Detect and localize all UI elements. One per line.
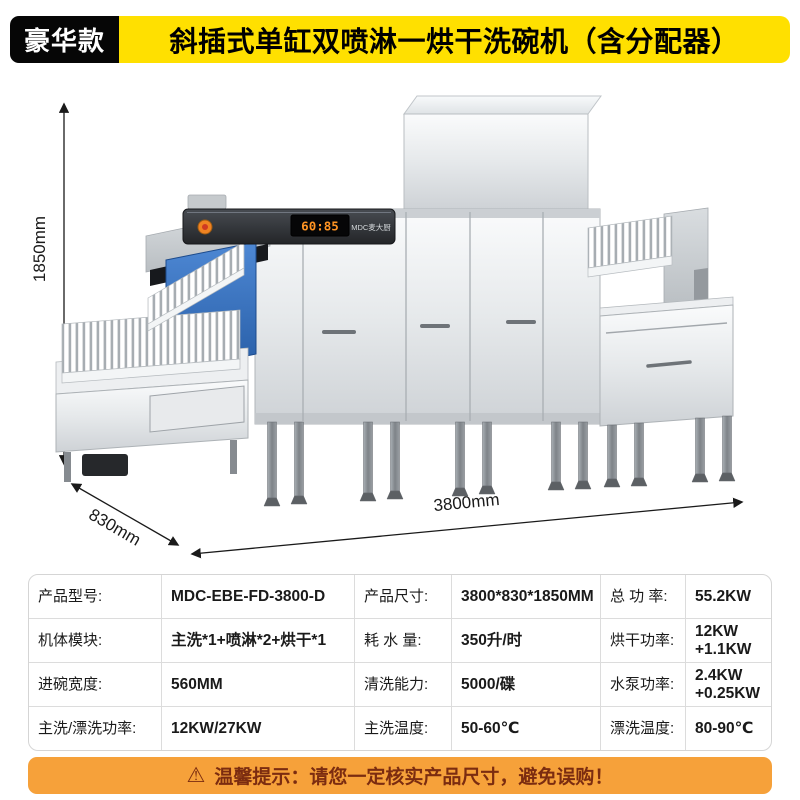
spec-label: 清洗能力: <box>355 663 451 706</box>
right-cabinet <box>599 296 734 427</box>
spec-label: 漂洗温度: <box>601 707 685 750</box>
dimension-depth: 830mm <box>70 483 180 550</box>
machine-legs <box>263 415 736 507</box>
spec-label: 产品型号: <box>29 575 161 618</box>
spec-label: 总 功 率: <box>601 575 685 618</box>
spec-label: 主洗温度: <box>355 707 451 750</box>
table-under-unit <box>82 454 128 476</box>
dryer-top-box <box>403 95 602 210</box>
machine-illustration: 1850mm <box>30 95 744 559</box>
spec-label: 耗 水 量: <box>355 619 451 662</box>
spec-value: 50-60℃ <box>452 707 600 750</box>
warning-icon: ⚠ <box>186 764 206 787</box>
spec-value: 2.4KW +0.25KW <box>686 663 771 706</box>
spec-label: 水泵功率: <box>601 663 685 706</box>
panel-brand-text: MDC麦大厨 <box>351 222 391 232</box>
control-panel: 60:85 MDC麦大厨 <box>182 208 396 245</box>
spec-value: 5000/碟 <box>452 663 600 706</box>
dimension-height-label: 1850mm <box>30 216 49 282</box>
product-title: 斜插式单缸双喷淋一烘干洗碗机（含分配器） <box>119 16 790 63</box>
panel-display-text: 60:85 <box>301 219 339 234</box>
exit-section <box>587 207 709 318</box>
dimension-length-label: 3800mm <box>433 490 501 515</box>
door-handle <box>420 324 450 328</box>
table-drawer <box>149 385 245 433</box>
door-handle <box>506 320 536 324</box>
spec-label: 机体模块: <box>29 619 161 662</box>
feed-dish-rack <box>61 309 241 384</box>
spec-value: 80-90℃ <box>686 707 771 750</box>
panel-display <box>290 214 350 237</box>
door-handle <box>322 330 356 334</box>
spec-label: 产品尺寸: <box>355 575 451 618</box>
spec-value: 350升/时 <box>452 619 600 662</box>
slant-dish-rack <box>147 241 245 332</box>
spec-value: 3800*830*1850MM <box>452 575 600 618</box>
spec-value: 主洗*1+喷淋*2+烘干*1 <box>162 619 354 662</box>
cabinet-handle <box>646 360 692 368</box>
spec-value: 55.2KW <box>686 575 771 618</box>
product-figure: 1850mm <box>0 64 800 570</box>
spec-value: 12KW +1.1KW <box>686 619 771 662</box>
dimension-depth-label: 830mm <box>85 505 144 550</box>
header: 豪华款 斜插式单缸双喷淋一烘干洗碗机（含分配器） <box>10 16 790 63</box>
notice-bar: ⚠ 温馨提示：请您一定核实产品尺寸，避免误购！ <box>28 757 772 794</box>
model-badge: 豪华款 <box>10 16 120 63</box>
spec-value: 560MM <box>162 663 354 706</box>
main-body <box>254 208 601 425</box>
notice-text: 温馨提示：请您一定核实产品尺寸，避免误购！ <box>214 767 614 788</box>
spec-label: 进碗宽度: <box>29 663 161 706</box>
spec-label: 主洗/漂洗功率: <box>29 707 161 750</box>
spec-value: MDC-EBE-FD-3800-D <box>162 575 354 618</box>
dispenser-box <box>187 194 227 210</box>
spec-label: 烘干功率: <box>601 619 685 662</box>
spec-value: 12KW/27KW <box>162 707 354 750</box>
spec-table: 产品型号: MDC-EBE-FD-3800-D 产品尺寸: 3800*830*1… <box>28 574 772 751</box>
